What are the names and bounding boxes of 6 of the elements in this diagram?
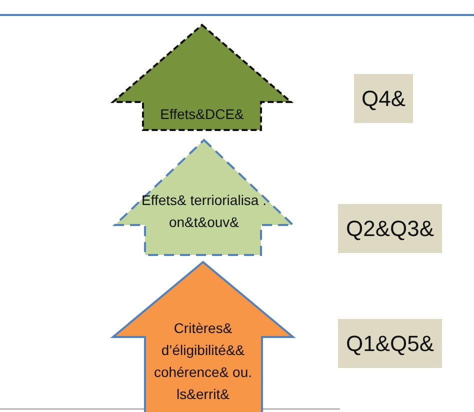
arrow-label: Critères& d’éligibilité&& cohérence& ou. ls&errit& — [152, 319, 254, 404]
arrow-label: Effets&DCE& — [159, 105, 245, 124]
arrow-label: Effets& terriorialisa . on&t&ouv& — [140, 191, 268, 232]
question-label: Q1&Q5& — [338, 319, 442, 368]
question-label: Q4& — [354, 74, 413, 123]
question-label: Q2&Q3& — [338, 204, 442, 253]
